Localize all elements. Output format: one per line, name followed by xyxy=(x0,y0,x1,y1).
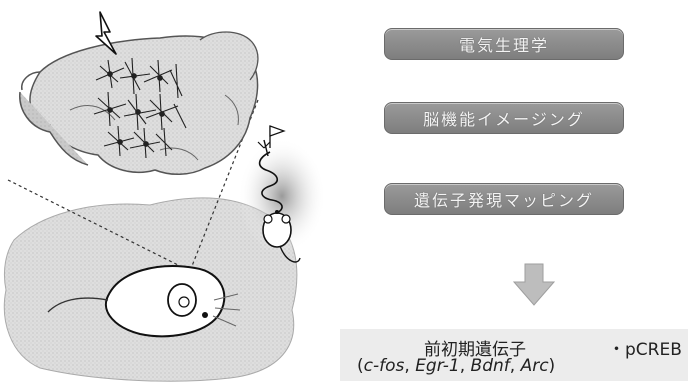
gene-cfos: c-fos xyxy=(363,356,405,376)
mouse-in-arena-icon xyxy=(47,265,241,338)
gene-arc: Arc xyxy=(520,356,549,376)
gene-separator: , xyxy=(404,356,416,376)
gene-list-paren-open: ( xyxy=(357,356,364,376)
gene-egr1: Egr-1 xyxy=(415,356,460,376)
down-arrow-icon xyxy=(510,262,558,308)
gene-separator: , xyxy=(459,356,471,376)
method-label: 電気生理学 xyxy=(458,36,549,55)
method-label: 遺伝子発現マッピング xyxy=(413,191,594,210)
result-pcreb-label: ・pCREB xyxy=(608,340,682,360)
gene-list-paren-close: ) xyxy=(548,356,556,376)
result-panel xyxy=(340,329,688,381)
result-main-label: 前初期遺伝子 xyxy=(424,340,526,360)
method-label: 脳機能イメージング xyxy=(423,110,585,129)
method-gene-mapping-box: 遺伝子発現マッピング xyxy=(384,183,624,215)
electrode-lightning-icon xyxy=(95,11,117,55)
gene-separator: , xyxy=(509,356,521,376)
method-brain-imaging-box: 脳機能イメージング xyxy=(384,102,624,134)
gene-bdnf: Bdnf xyxy=(470,356,510,376)
maze-mouse-icon xyxy=(238,125,326,263)
gene-list: (c-fos, Egr-1, Bdnf, Arc) xyxy=(357,356,555,376)
method-electrophysiology-box: 電気生理学 xyxy=(384,28,624,60)
neuron-cluster xyxy=(93,57,187,159)
brain-icon xyxy=(19,31,259,175)
